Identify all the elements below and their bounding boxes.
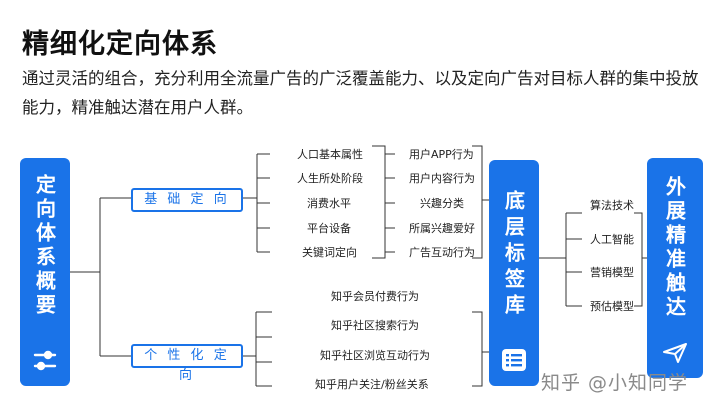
user-behavior-item: 广告互动行为 xyxy=(409,246,475,259)
expand-reach-box: 外展精准触达 xyxy=(647,158,703,378)
watermark: 知乎 @小知同学 xyxy=(541,372,689,394)
page-subtitle: 通过灵活的组合，充分利用全流量广告的广泛覆盖能力、以及定向广告对目标人群的集中投… xyxy=(22,69,699,117)
personal-item: 知乎会员付费行为 xyxy=(331,290,419,303)
list-icon xyxy=(502,349,526,371)
bottom-tag-library-box: 底层标签库 xyxy=(489,160,539,386)
overview-label: 定向体系概要 xyxy=(32,174,57,318)
send-icon xyxy=(663,343,687,363)
personalized-targeting-node: 个 性 化 定 向 xyxy=(131,344,243,383)
user-behavior-item: 兴趣分类 xyxy=(420,197,464,210)
tech-item: 营销模型 xyxy=(590,266,634,279)
basic-item: 人生所处阶段 xyxy=(297,172,363,185)
personal-item: 知乎社区搜索行为 xyxy=(331,319,419,332)
basic-item: 关键词定向 xyxy=(302,246,357,259)
user-behavior-item: 用户APP行为 xyxy=(409,148,474,161)
basic-item: 消费水平 xyxy=(307,197,351,210)
bottom-tag-library-label: 底层标签库 xyxy=(501,190,526,320)
sliders-icon xyxy=(33,350,57,371)
user-behavior-item: 所属兴趣爱好 xyxy=(409,222,475,235)
expand-reach-label: 外展精准触达 xyxy=(662,176,687,320)
personal-item: 知乎社区浏览互动行为 xyxy=(320,349,430,362)
basic-targeting-node: 基 础 定 向 xyxy=(131,188,243,212)
basic-item: 人口基本属性 xyxy=(297,148,363,161)
personal-item: 知乎用户关注/粉丝关系 xyxy=(315,378,429,391)
tech-item: 算法技术 xyxy=(590,199,634,212)
user-behavior-item: 用户内容行为 xyxy=(409,172,475,185)
tech-item: 预估模型 xyxy=(590,300,634,313)
page-title: 精细化定向体系 xyxy=(22,29,218,60)
overview-box: 定向体系概要 xyxy=(20,158,70,386)
basic-item: 平台设备 xyxy=(307,222,351,235)
tech-item: 人工智能 xyxy=(590,233,634,246)
